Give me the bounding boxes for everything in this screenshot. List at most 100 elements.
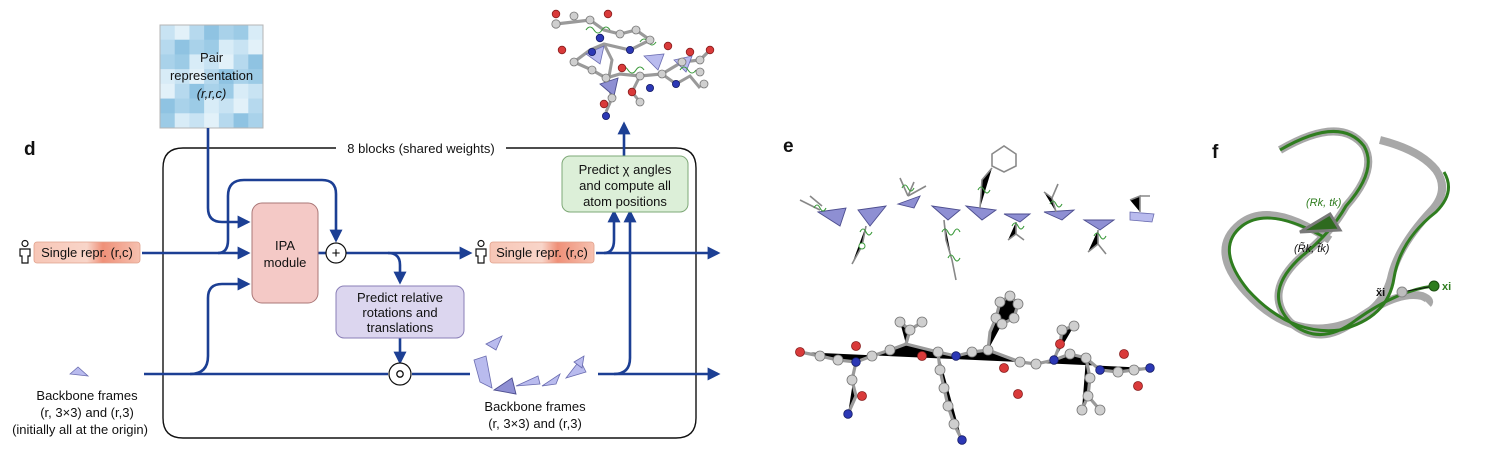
- point-gray-label: x̃i: [1376, 287, 1385, 299]
- ipa-label-1: IPA: [275, 238, 295, 253]
- pair-cell: [233, 113, 249, 129]
- pair-cell: [204, 54, 220, 70]
- predicted-structure-molecule: [551, 9, 715, 121]
- pair-cell: [160, 54, 176, 70]
- pair-cell: [204, 25, 220, 41]
- residue-frames-row: [799, 145, 1155, 281]
- ipa-label-2: module: [264, 255, 307, 270]
- person-icon: [475, 239, 487, 264]
- plus-symbol: +: [332, 245, 341, 262]
- backbone-in-line-3: (initially all at the origin): [12, 422, 148, 437]
- backbone-frames-scattered: [473, 335, 587, 395]
- pair-repr-label-1: Pair: [200, 50, 224, 65]
- single-repr-input-label: Single repr. (r,c): [41, 245, 133, 260]
- pair-cell: [218, 39, 234, 55]
- pair-cell: [174, 25, 190, 41]
- pair-cell: [204, 113, 220, 129]
- pair-cell: [189, 113, 205, 129]
- frame-labels: (Rk, tk) (R̃k, t̃k) x̃i xi: [1294, 197, 1451, 299]
- pair-cell: [218, 54, 234, 70]
- pair-cell: [204, 98, 220, 114]
- predict-relative-box: Predict relative rotations and translati…: [335, 285, 465, 339]
- predict-rel-label-2: rotations and: [362, 305, 437, 320]
- pair-cell: [248, 98, 264, 114]
- pair-cell: [160, 25, 176, 41]
- blocks-label: 8 blocks (shared weights): [347, 141, 494, 156]
- pair-cell: [174, 83, 190, 99]
- compose-operator: [388, 362, 412, 386]
- pair-cell: [160, 98, 176, 114]
- backbone-frames-output-label: Backbone frames (r, 3×3) and (r,3): [484, 399, 586, 431]
- add-operator: +: [325, 242, 347, 264]
- backbone-curves: [1221, 127, 1450, 339]
- pair-cell: [189, 98, 205, 114]
- single-repr-output: Single repr. (r,c): [475, 239, 595, 264]
- point-green-label: xi: [1442, 281, 1451, 293]
- pair-cell: [160, 69, 176, 85]
- person-icon: [19, 239, 31, 264]
- predict-rel-label-1: Predict relative: [357, 290, 443, 305]
- pair-cell: [204, 39, 220, 55]
- backbone-out-line-2: (r, 3×3) and (r,3): [488, 416, 582, 431]
- point-gray-marker: [1396, 286, 1408, 298]
- pair-cell: [160, 113, 176, 129]
- single-repr-input: Single repr. (r,c): [19, 239, 141, 264]
- pair-cell: [174, 39, 190, 55]
- pair-cell: [218, 98, 234, 114]
- peptide-ball-and-stick: [795, 290, 1155, 445]
- pair-cell: [248, 69, 264, 85]
- pair-cell: [233, 54, 249, 70]
- pair-repr-label-2: representation: [170, 68, 253, 83]
- pair-cell: [189, 39, 205, 55]
- pair-cell: [218, 113, 234, 129]
- predict-chi-label-3: atom positions: [583, 194, 667, 209]
- pair-cell: [248, 25, 264, 41]
- panel-label-f: f: [1212, 142, 1219, 163]
- predict-chi-label-1: Predict χ angles: [579, 162, 672, 177]
- backbone-in-line-1: Backbone frames: [36, 388, 138, 403]
- pair-cell: [233, 39, 249, 55]
- pair-cell: [233, 25, 249, 41]
- ipa-module-box: IPA module: [251, 202, 319, 304]
- panel-label-e: e: [783, 136, 794, 157]
- pair-cell: [174, 69, 190, 85]
- pair-cell: [233, 83, 249, 99]
- pair-cell: [189, 83, 205, 99]
- pair-cell: [248, 54, 264, 70]
- flow-arrows: [142, 121, 721, 381]
- predict-chi-label-2: and compute all: [579, 178, 671, 193]
- pair-cell: [218, 83, 234, 99]
- pair-cell: [174, 54, 190, 70]
- pair-cell: [204, 69, 220, 85]
- point-green-marker: [1428, 280, 1440, 292]
- pair-cell: [160, 39, 176, 55]
- pair-cell: [218, 69, 234, 85]
- backbone-out-line-1: Backbone frames: [484, 399, 586, 414]
- pair-repr-label-3: (r,r,c): [197, 86, 227, 101]
- pair-cell: [189, 25, 205, 41]
- pair-cell: [174, 98, 190, 114]
- pair-representation-tile: Pair representation (r,r,c): [159, 24, 264, 129]
- frame-gray-label: (R̃k, t̃k): [1294, 242, 1330, 255]
- predict-chi-box: Predict χ angles and compute all atom po…: [561, 155, 689, 213]
- single-repr-output-label: Single repr. (r,c): [496, 245, 588, 260]
- pair-cell: [218, 25, 234, 41]
- predict-rel-label-3: translations: [367, 320, 434, 335]
- backbone-frame-icon: [69, 366, 90, 377]
- backbone-frames-input-label: Backbone frames (r, 3×3) and (r,3) (init…: [12, 388, 148, 437]
- pair-cell: [189, 54, 205, 70]
- pair-cell: [233, 69, 249, 85]
- pair-cell: [248, 113, 264, 129]
- pair-cell: [174, 113, 190, 129]
- frame-green-label: (Rk, tk): [1306, 197, 1342, 209]
- backbone-in-line-2: (r, 3×3) and (r,3): [40, 405, 134, 420]
- blocks-frame: [162, 147, 697, 439]
- pair-cell: [160, 83, 176, 99]
- pair-cell: [189, 69, 205, 85]
- pair-cell: [233, 98, 249, 114]
- pair-cell: [204, 83, 220, 99]
- pair-cell: [248, 39, 264, 55]
- panel-label-d: d: [24, 139, 36, 160]
- pair-cell: [248, 83, 264, 99]
